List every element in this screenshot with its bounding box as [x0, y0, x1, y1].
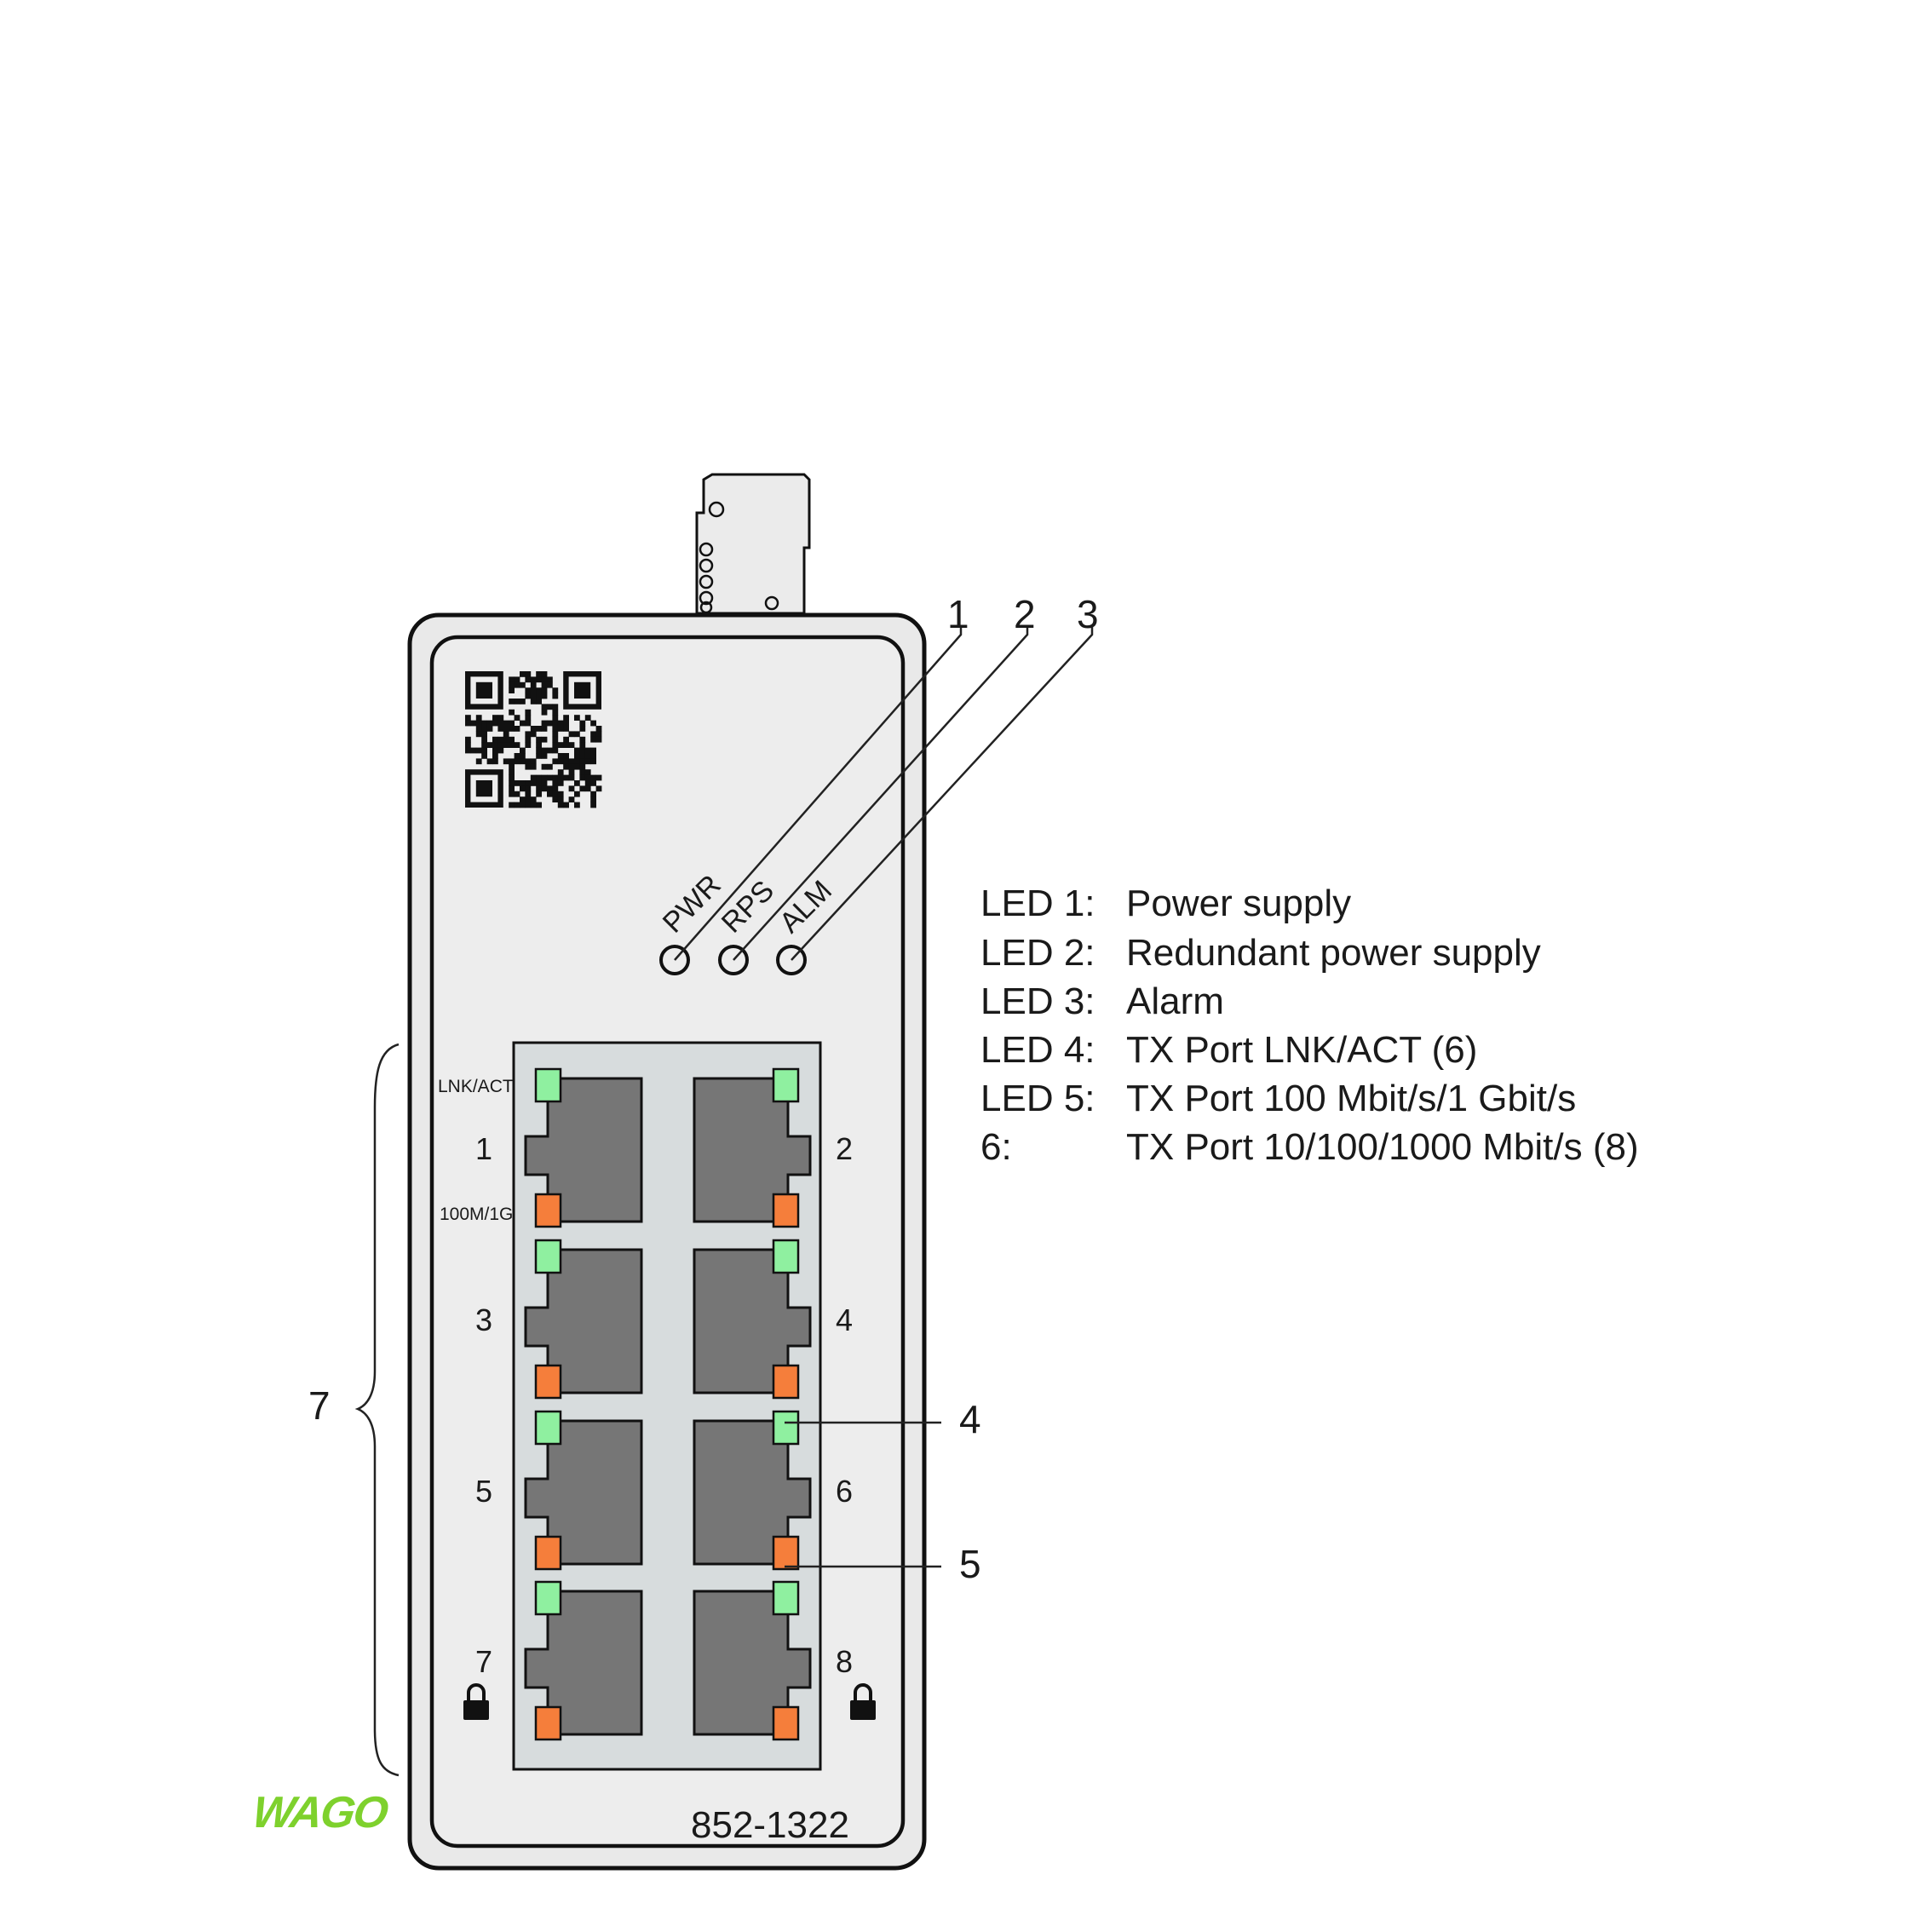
speed-led-3: [534, 1364, 562, 1400]
lnk-act-led-5: [534, 1410, 562, 1446]
lnk-act-led-1: [534, 1067, 562, 1103]
port-number-5: 5: [475, 1474, 492, 1509]
rj45-port-7: [524, 1580, 643, 1741]
legend: LED 1: Power supply LED 2: Redundant pow…: [980, 883, 1639, 1168]
lnk-act-led-2: [772, 1067, 800, 1103]
lnk-act-led-4: [772, 1239, 800, 1274]
legend-key-6: 6:: [980, 1126, 1012, 1168]
top-connector: [695, 473, 811, 615]
port-number-7: 7: [475, 1644, 492, 1679]
legend-value-4: TX Port LNK/ACT (6): [1126, 1029, 1477, 1071]
port-number-4: 4: [836, 1302, 853, 1337]
speed-led-1: [534, 1193, 562, 1228]
lnk-act-led-7: [534, 1580, 562, 1616]
legend-value-3: Alarm: [1126, 980, 1224, 1022]
callout-2: 2: [1014, 592, 1036, 636]
lnk-act-led-8: [772, 1580, 800, 1616]
speed-led-4: [772, 1364, 800, 1400]
rj45-port-6: [693, 1410, 812, 1571]
callout-7: 7: [308, 1383, 331, 1428]
port-number-6: 6: [836, 1474, 853, 1509]
callout-1: 1: [947, 592, 969, 636]
rj45-port-8: [693, 1580, 812, 1741]
lnk-act-led-6: [772, 1410, 800, 1446]
legend-value-6: TX Port 10/100/1000 Mbit/s (8): [1126, 1126, 1639, 1168]
rj45-port-2: [693, 1067, 812, 1228]
lock-icon: [850, 1683, 876, 1720]
wago-logo-text: WAGO: [250, 1788, 391, 1837]
lock-icon: [463, 1683, 489, 1720]
legend-value-2: Redundant power supply: [1126, 932, 1541, 974]
port-number-1: 1: [475, 1131, 492, 1166]
speed-led-2: [772, 1193, 800, 1228]
legend-key-1: LED 1:: [980, 883, 1095, 924]
rj45-port-5: [524, 1410, 643, 1571]
speed-label: 100M/1G: [440, 1205, 513, 1224]
rj45-port-3: [524, 1239, 643, 1400]
callout-5: 5: [959, 1542, 981, 1586]
lnk-act-label: LNK/ACT: [438, 1077, 514, 1096]
rj45-port-4: [693, 1239, 812, 1400]
legend-key-2: LED 2:: [980, 932, 1095, 974]
callout-4: 4: [959, 1397, 981, 1441]
speed-led-7: [534, 1705, 562, 1741]
legend-key-3: LED 3:: [980, 980, 1095, 1022]
callout-3: 3: [1077, 592, 1099, 636]
port-number-3: 3: [475, 1302, 492, 1337]
legend-key-4: LED 4:: [980, 1029, 1095, 1071]
port-number-8: 8: [836, 1644, 853, 1679]
qr-code-icon: [465, 671, 602, 808]
legend-value-1: Power supply: [1126, 883, 1351, 924]
speed-led-6: [772, 1535, 800, 1571]
legend-key-5: LED 5:: [980, 1078, 1095, 1119]
lnk-act-led-3: [534, 1239, 562, 1274]
led-leader-lines: [674, 626, 1094, 961]
speed-led-8: [772, 1705, 800, 1741]
rj45-port-1: [524, 1067, 643, 1228]
port-number-2: 2: [836, 1131, 853, 1166]
ports-brace: [354, 1043, 400, 1777]
speed-led-5: [534, 1535, 562, 1571]
model-number: 852-1322: [691, 1804, 849, 1846]
wago-logo-icon: WAGO: [250, 1788, 391, 1837]
rj45-port-grid: [524, 1067, 812, 1741]
legend-value-5: TX Port 100 Mbit/s/1 Gbit/s: [1126, 1078, 1576, 1119]
